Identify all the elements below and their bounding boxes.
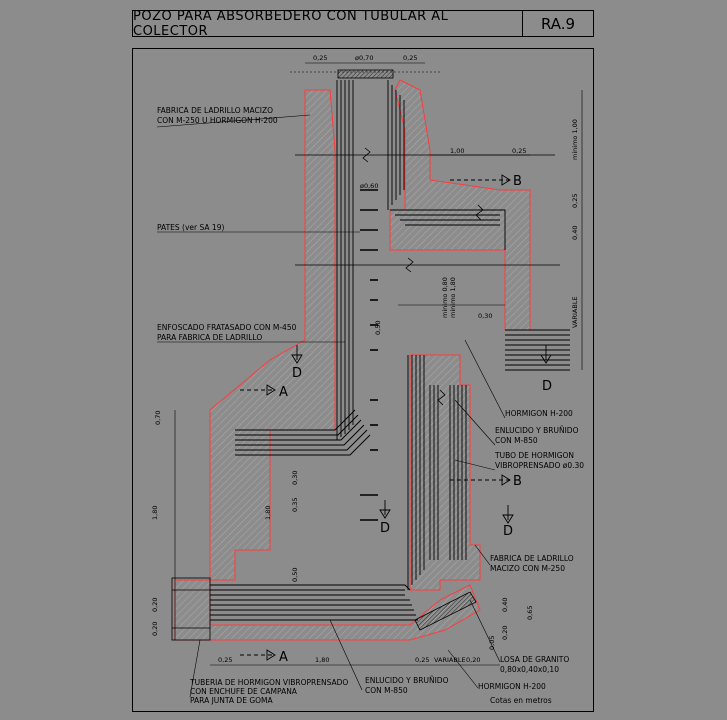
manhole-cover xyxy=(290,69,440,79)
dim-025-a: 0,25 xyxy=(313,54,327,62)
dim-035-v: 0,35 xyxy=(291,498,299,512)
dim-variable-right: VARIABLE xyxy=(571,296,579,328)
section-b-lower: B xyxy=(513,474,522,489)
dim-020-d: 0,20 xyxy=(466,656,480,664)
granite-slab xyxy=(414,591,477,631)
label-hormigon-1: HORMIGON H-200 xyxy=(505,409,573,418)
dim-040-v: 0,40 xyxy=(571,226,579,240)
section-d-center: D xyxy=(380,521,390,536)
label-fabrica-1-line1: FABRICA DE LADRILLO MACIZO xyxy=(157,106,273,115)
dim-060: ø0,60 xyxy=(360,182,378,190)
dim-025-c: 0,25 xyxy=(512,147,526,155)
dim-050-v: 0,50 xyxy=(291,568,299,582)
label-losa-line1: LOSA DE GRANITO xyxy=(500,655,569,664)
dim-180-b: 1,80 xyxy=(264,506,272,520)
dim-180-a: 1,80 xyxy=(151,506,159,520)
right-wall-upper xyxy=(389,79,531,331)
section-b-upper: B xyxy=(513,174,522,189)
dim-025-e: 0,25 xyxy=(415,656,429,664)
ladder-rungs xyxy=(360,189,378,521)
right-wall-lower xyxy=(409,354,481,591)
section-a-lower: A xyxy=(279,650,288,665)
dim-100: 1,00 xyxy=(450,147,464,155)
drawing-title: POZO PARA ABSORBEDERO CON TUBULAR AL COL… xyxy=(133,9,523,39)
label-enfoscado-line2: PARA FABRICA DE LADRILLO xyxy=(157,333,262,342)
label-tuberia-line1: TUBERIA DE HORMIGON VIBROPRENSADO xyxy=(189,678,348,687)
shaft-lines xyxy=(336,80,467,590)
label-tuberia-line3: PARA JUNTA DE GOMA xyxy=(190,696,274,705)
bottom-left-pipe xyxy=(171,577,211,641)
dim-variable-bottom: VARIABLE xyxy=(434,656,466,664)
label-fabrica-2-line2: MACIZO CON M-250 xyxy=(490,564,565,573)
dim-025-b: 0,25 xyxy=(403,54,417,62)
section-d-right: D xyxy=(542,379,552,394)
drawing-code: RA.9 xyxy=(540,14,576,33)
label-enlucido-1-line1: ENLUCIDO Y BRUÑIDO xyxy=(495,426,579,435)
shaft-bands xyxy=(210,209,570,621)
label-enlucido-2-line1: ENLUCIDO Y BRUÑIDO xyxy=(365,676,449,685)
dim-025-d: 0,25 xyxy=(218,656,232,664)
label-pates: PATES (ver SA 19) xyxy=(157,223,224,232)
dim-050: 0,50 xyxy=(374,321,382,335)
left-wall xyxy=(209,89,336,581)
dim-minimo-100: minimo 1,00 xyxy=(571,119,579,160)
dim-070-v: 0,70 xyxy=(154,411,162,425)
label-enlucido-1-line2: CON M-850 xyxy=(495,436,538,445)
dim-020-b: 0,20 xyxy=(151,622,159,636)
dim-005: 0,05 xyxy=(488,636,496,650)
label-cotas: Cotas en metros xyxy=(490,696,552,705)
label-enlucido-2-line2: CON M-850 xyxy=(365,686,408,695)
dim-065: 0,65 xyxy=(526,606,534,620)
label-losa-line2: 0,80x0,40x0,10 xyxy=(500,665,559,674)
label-tubo-line1: TUBO DE HORMIGON xyxy=(494,451,574,460)
label-hormigon-2: HORMIGON H-200 xyxy=(478,682,546,691)
dim-minimo-080: minimo 0,80 xyxy=(441,277,449,318)
dim-minimo-180: minimo 1,80 xyxy=(449,277,457,318)
dim-040-b: 0,40 xyxy=(501,598,509,612)
label-fabrica-2-line1: FABRICA DE LADRILLO xyxy=(490,554,574,563)
dim-030: 0,30 xyxy=(478,312,492,320)
dim-025-v: 0,25 xyxy=(571,194,579,208)
section-markers xyxy=(240,174,552,661)
drawing-frame xyxy=(132,48,594,712)
label-enfoscado-line1: ENFOSCADO FRATASADO CON M-450 xyxy=(157,323,297,332)
dim-020-c: 0,20 xyxy=(501,626,509,640)
label-fabrica-1-line2: CON M-250 U HORMIGON H-200 xyxy=(157,116,278,125)
section-a-upper: A xyxy=(279,385,288,400)
dim-180-c: 1,80 xyxy=(315,656,329,664)
dimension-lines xyxy=(174,62,583,666)
leader-lines xyxy=(156,114,506,698)
title-block: POZO PARA ABSORBEDERO CON TUBULAR AL COL… xyxy=(132,9,594,39)
dim-030-v: 0,30 xyxy=(291,471,299,485)
dim-020-a: 0,20 xyxy=(151,598,159,612)
section-d-left: D xyxy=(292,366,302,381)
label-tuberia-line2: CON ENCHUFE DE CAMPANA xyxy=(190,687,298,696)
label-tubo-line2: VIBROPRENSADO ø0.30 xyxy=(495,461,584,470)
section-d-lower: D xyxy=(503,524,513,539)
dim-070: ø0,70 xyxy=(355,54,373,62)
